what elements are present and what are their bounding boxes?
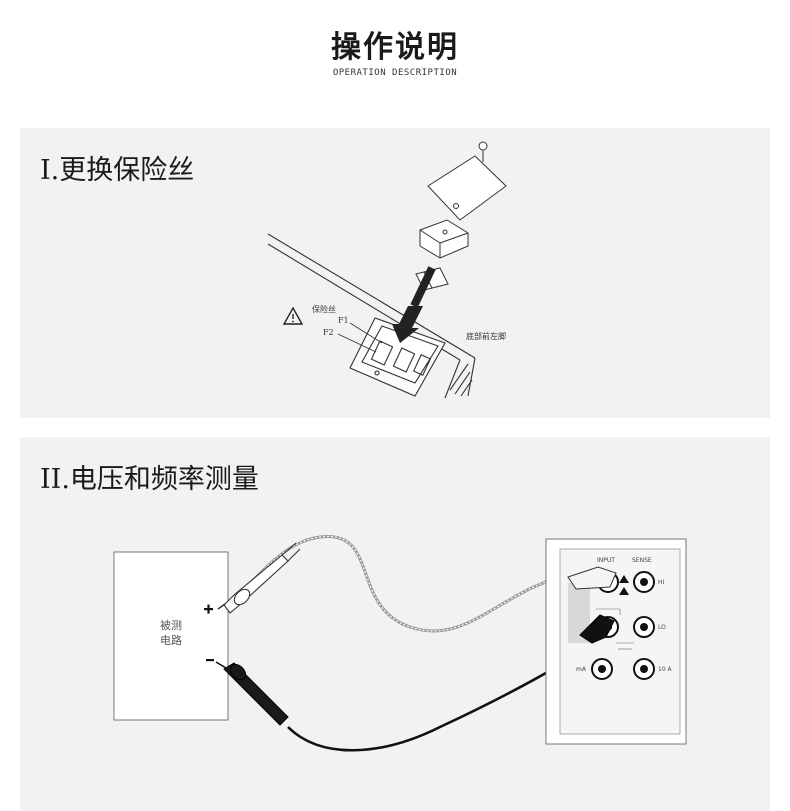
meter-sense-label: SENSE: [632, 557, 652, 564]
circuit-label-line-1: 被测: [160, 619, 182, 632]
meter-ma-label: mA: [576, 666, 586, 673]
section-heading-voltage: II.电压和频率测量: [40, 464, 259, 495]
fuse-f1-label: F1: [338, 316, 349, 325]
circuit-label-line-2: 电路: [160, 634, 182, 647]
fuse-replacement-diagram: [267, 141, 507, 399]
page-title: 操作说明: [331, 30, 459, 65]
section-heading-fuse: I.更换保险丝: [40, 155, 195, 186]
fuse-warning-label: 保险丝: [312, 305, 336, 314]
fuse-f2-label: F2: [323, 328, 334, 337]
meter-input-label: INPUT: [597, 557, 615, 564]
fuse-replacement-panel: I.更换保险丝: [20, 128, 770, 418]
meter-hi-label: HI: [658, 579, 665, 586]
circuit-under-test-label: 被测 电路: [144, 618, 198, 648]
voltage-measurement-diagram: [113, 535, 687, 752]
meter-10a-label: 10 A: [658, 666, 672, 673]
meter-lo-label: LO: [658, 624, 666, 631]
front-left-foot-label: 底部前左脚: [466, 332, 506, 341]
page-subtitle: OPERATION DESCRIPTION: [332, 68, 458, 78]
voltage-frequency-panel: II.电压和频率测量: [20, 437, 770, 811]
